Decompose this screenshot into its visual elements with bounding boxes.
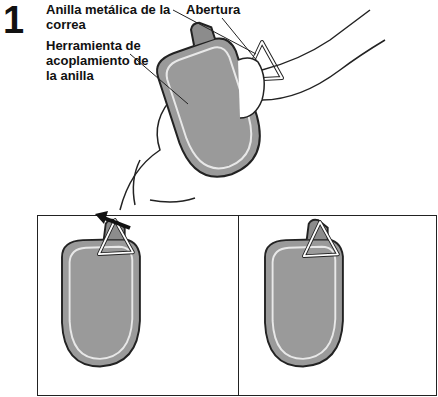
part-label: Anilla metálica de la correa	[46, 2, 176, 32]
part-label: Herramienta de acoplamiento de la anilla	[46, 38, 158, 83]
step-number: 1	[3, 0, 37, 40]
part-label: Abertura	[186, 2, 266, 17]
